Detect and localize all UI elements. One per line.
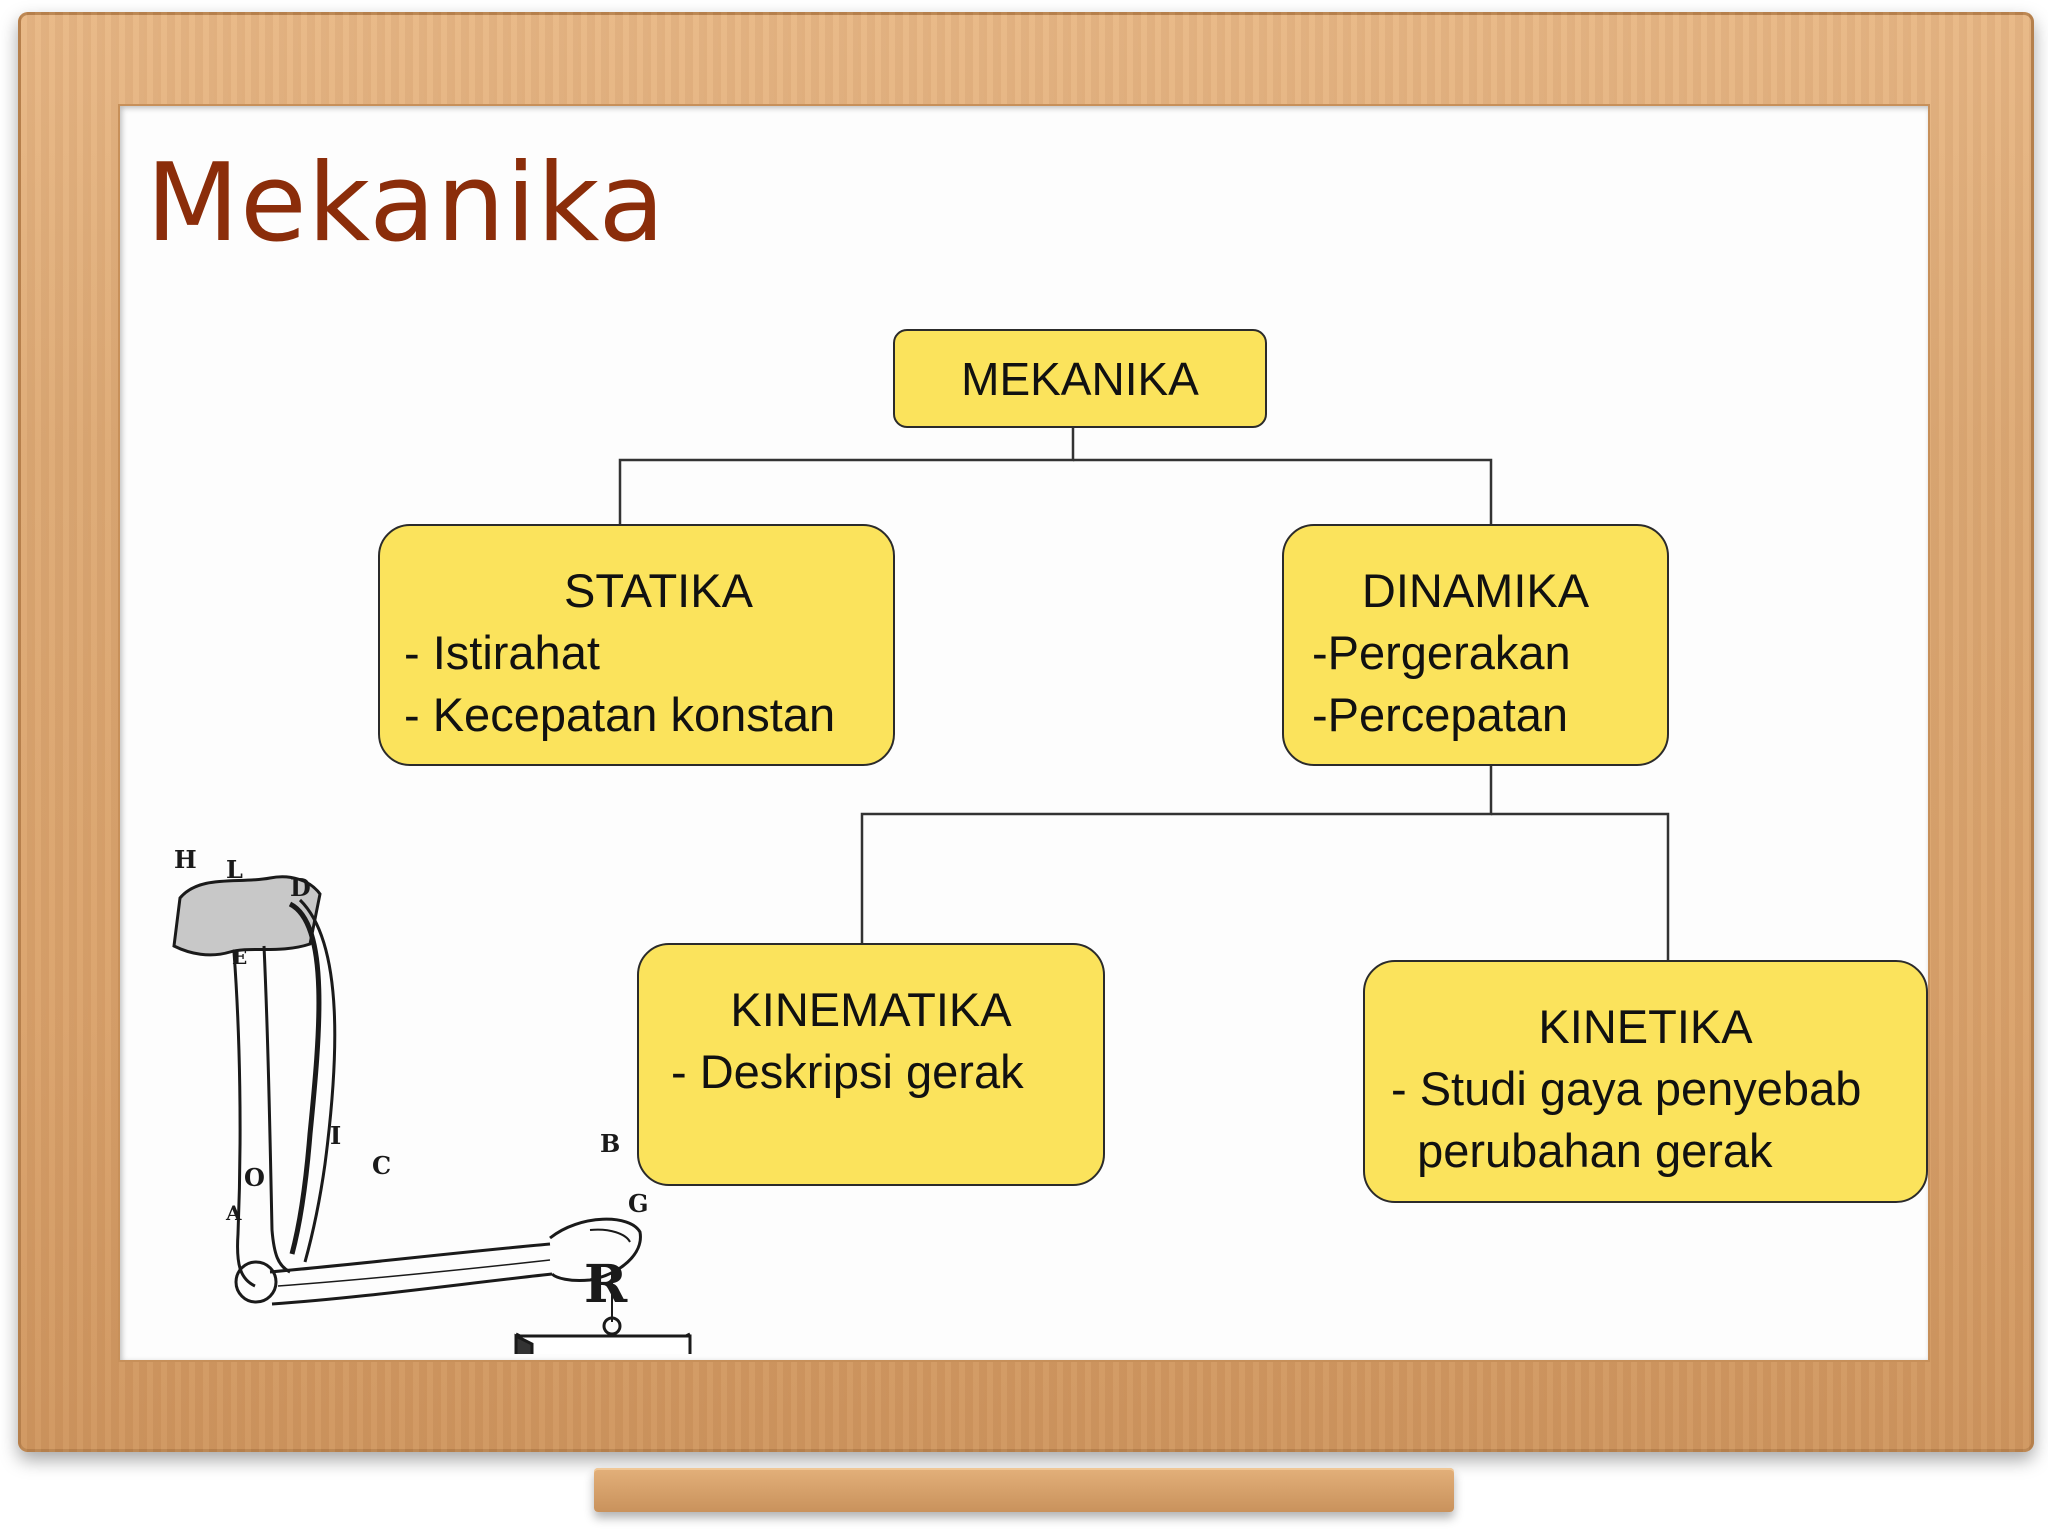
node-kinematika-heading: KINEMATIKA	[730, 983, 1012, 1036]
node-statika-heading: STATIKA	[564, 564, 753, 617]
node-dinamika-item: -Percepatan	[1312, 688, 1569, 741]
node-statika: STATIKA - Istirahat - Kecepatan konstan	[378, 524, 895, 766]
arm-label-d: D	[290, 873, 311, 902]
arm-label-h: H	[174, 845, 197, 874]
arm-label-b: B	[600, 1129, 620, 1158]
node-kinetika-item: - Studi gaya penyebab	[1391, 1062, 1862, 1115]
whiteboard-tray	[594, 1468, 1454, 1512]
node-dinamika: DINAMIKA -Pergerakan -Percepatan	[1282, 524, 1669, 766]
node-mekanika-label: MEKANIKA	[961, 352, 1199, 405]
connector-root-dinamika	[1073, 458, 1493, 524]
node-dinamika-item: -Pergerakan	[1312, 626, 1571, 679]
node-mekanika: MEKANIKA	[893, 329, 1267, 428]
node-statika-item: - Istirahat	[404, 626, 600, 679]
node-kinematika-item: - Deskripsi gerak	[671, 1045, 1024, 1098]
arm-label-l: L	[226, 855, 243, 884]
node-statika-item: - Kecepatan konstan	[404, 688, 836, 741]
arm-label-c: C	[372, 1151, 391, 1180]
arm-label-e: E	[232, 945, 247, 969]
page-title: Mekanika	[146, 141, 666, 266]
node-kinetika-heading: KINETIKA	[1538, 1000, 1753, 1053]
arm-lever-illustration: H L D E I B C O A G R	[172, 845, 692, 1354]
node-dinamika-heading: DINAMIKA	[1361, 564, 1590, 617]
arm-label-r: R	[584, 1254, 628, 1315]
connector-root-statika	[618, 428, 1075, 524]
arm-label-a: A	[225, 1201, 242, 1225]
node-kinetika: KINETIKA - Studi gaya penyebab perubahan…	[1363, 960, 1928, 1203]
connector-dinamika-kinematika	[860, 766, 1493, 943]
node-kinetika-item: perubahan gerak	[1391, 1124, 1773, 1177]
connector-dinamika-kinetika	[1491, 812, 1670, 960]
arm-label-o: O	[244, 1163, 265, 1192]
node-kinematika: KINEMATIKA - Deskripsi gerak	[637, 943, 1105, 1186]
arm-label-g: G	[628, 1189, 649, 1218]
arm-label-i: I	[330, 1121, 341, 1150]
